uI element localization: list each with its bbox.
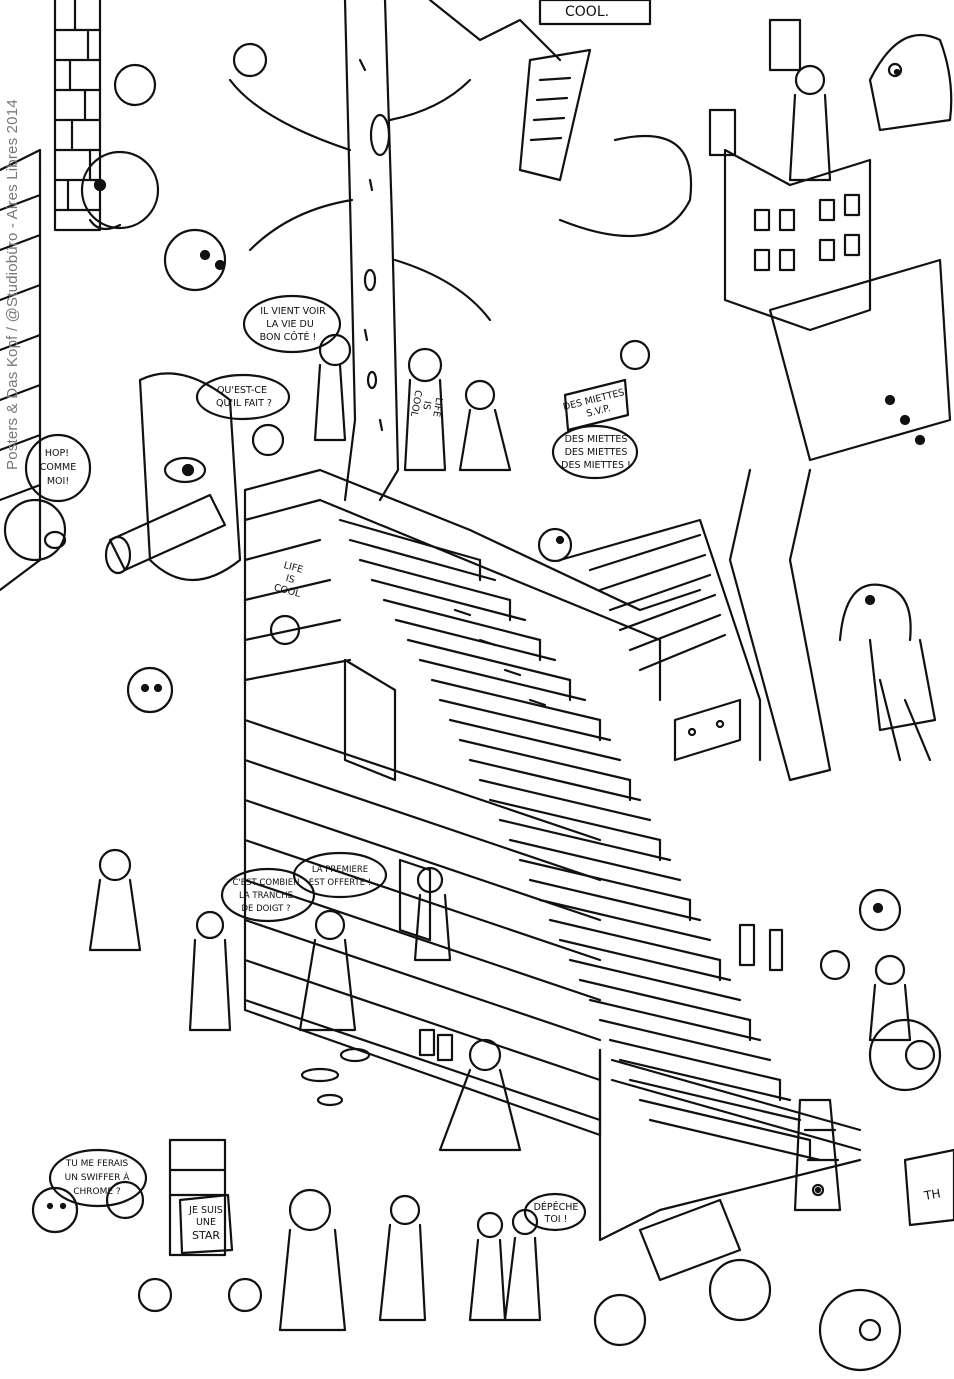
characters bbox=[3, 0, 954, 1372]
eyes-window bbox=[673, 698, 742, 762]
sign-star bbox=[178, 1193, 234, 1255]
swiffer-line-1: TU ME FERAIS bbox=[65, 1159, 129, 1169]
miettes-bubble-line-2: DES MIETTES bbox=[565, 447, 628, 458]
window-left bbox=[343, 658, 397, 782]
hop-line-2: COMME bbox=[40, 462, 77, 473]
bubble-texts: COOL. IL VIENT VOIR LA VIE DU BON CÔTÉ !… bbox=[40, 4, 942, 1242]
bon-cote-line-3: BON CÔTÉ ! bbox=[260, 331, 317, 343]
life-is-cool-2-line-1: LIFE bbox=[282, 560, 304, 576]
bon-cote-line-2: LA VIE DU bbox=[266, 319, 314, 330]
hop-line-3: MOI! bbox=[47, 476, 69, 487]
tree bbox=[228, 0, 492, 502]
life-is-cool-2-line-3: COOL bbox=[273, 582, 302, 600]
miettes-bubble-line-3: DES MIETTES ! bbox=[561, 460, 631, 471]
right-sign-text: TH bbox=[922, 1186, 942, 1203]
swiffer-line-2: UN SWIFFER À bbox=[65, 1171, 131, 1183]
tranche-line-1: C'EST COMBIEN bbox=[233, 878, 300, 888]
premiere-line-1: LA PREMIERE bbox=[312, 865, 368, 875]
life-is-cool-1-line-1: LIFE bbox=[430, 397, 444, 418]
doorway bbox=[398, 858, 432, 942]
premiere-line-2: EST OFFERTE ! bbox=[309, 878, 371, 888]
quest-ce-line-2: QU'IL FAIT ? bbox=[216, 398, 272, 409]
star-line-2: UNE bbox=[196, 1217, 216, 1228]
bubble-tranche bbox=[220, 867, 316, 923]
depeche-line-2: TOI ! bbox=[544, 1214, 568, 1225]
bubble-depeche bbox=[523, 1192, 587, 1232]
depeche-line-1: DÉPÊCHE bbox=[534, 1201, 579, 1213]
speech-bubbles bbox=[24, 294, 639, 1255]
hop-line-1: HOP! bbox=[45, 448, 69, 459]
tranche-line-2: LA TRANCHE bbox=[239, 891, 293, 901]
sign-miettes bbox=[563, 378, 630, 432]
bubble-premiere bbox=[292, 851, 388, 899]
bubble-bon-cote bbox=[242, 294, 342, 354]
stair-steps bbox=[338, 518, 822, 1162]
swiffer-line-3: CHROME ? bbox=[73, 1187, 121, 1197]
life-is-cool-1-line-3: COOL bbox=[408, 389, 424, 418]
star-line-3: STAR bbox=[192, 1229, 220, 1242]
brick-wall bbox=[0, 0, 102, 592]
bubble-hop bbox=[24, 433, 92, 503]
miettes-bubble-line-1: DES MIETTES bbox=[565, 434, 628, 445]
star-line-1: JE SUIS bbox=[188, 1205, 223, 1216]
top-sign-board bbox=[538, 0, 652, 26]
life-is-cool-2-line-2: IS bbox=[284, 573, 295, 586]
staircase-building bbox=[243, 468, 862, 1242]
quest-ce-line-1: QU'EST-CE bbox=[217, 385, 267, 396]
bubble-swiffer bbox=[48, 1148, 148, 1208]
life-is-cool-1-line-2: IS bbox=[420, 400, 432, 411]
top-sign-text: COOL. bbox=[565, 4, 609, 20]
credit-text: Posters & Das Kopf / @Studiobüro - Aires… bbox=[4, 99, 21, 470]
bubble-miettes bbox=[551, 424, 639, 480]
bubble-quest-ce bbox=[195, 373, 291, 421]
bon-cote-line-1: IL VIENT VOIR bbox=[260, 306, 326, 317]
tranche-line-3: DE DOIGT ? bbox=[241, 904, 290, 914]
